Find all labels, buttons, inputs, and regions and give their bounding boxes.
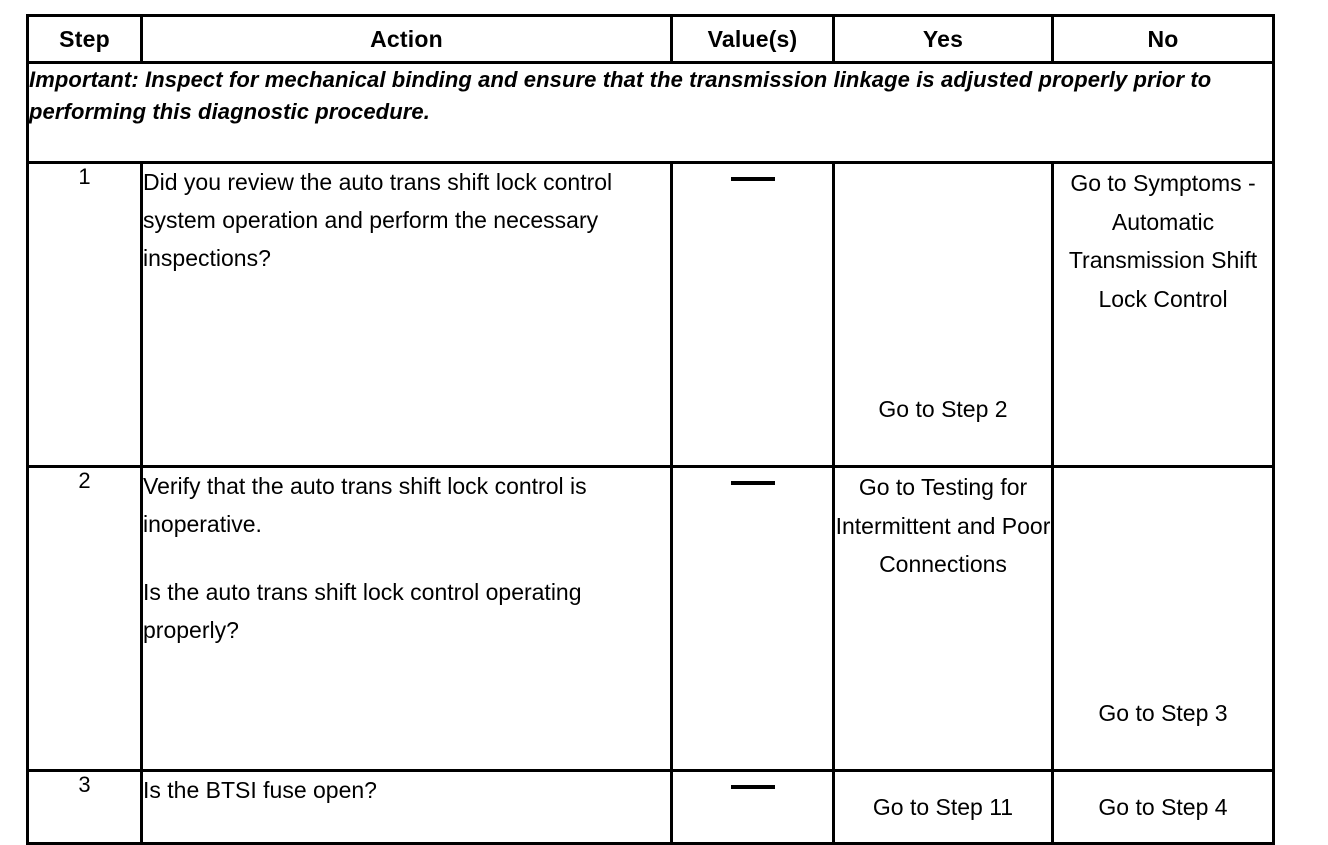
document-page: Step Action Value(s) Yes No Important: I… xyxy=(26,14,1275,845)
action-paragraph: Is the BTSI fuse open? xyxy=(143,777,377,803)
step-yes-branch: Go to Step 11 xyxy=(832,769,1054,845)
step-no-branch: Go to Symptoms - Automatic Transmission … xyxy=(1051,161,1275,468)
table-header-row: Step Action Value(s) Yes No xyxy=(26,14,1275,64)
em-dash-mark xyxy=(730,480,775,485)
table-row: 2 Verify that the auto trans shift lock … xyxy=(26,465,1275,772)
em-dash-mark xyxy=(730,784,775,789)
step-action: Verify that the auto trans shift lock co… xyxy=(140,465,673,772)
column-header-values: Value(s) xyxy=(670,14,835,64)
step-value xyxy=(670,465,835,772)
step-number: 3 xyxy=(26,769,143,845)
step-number: 2 xyxy=(26,465,143,772)
table-row: 1 Did you review the auto trans shift lo… xyxy=(26,161,1275,468)
action-paragraph: Did you review the auto trans shift lock… xyxy=(143,169,613,271)
column-header-yes: Yes xyxy=(832,14,1054,64)
step-no-branch: Go to Step 4 xyxy=(1051,769,1275,845)
step-number: 1 xyxy=(26,161,143,468)
step-no-branch: Go to Step 3 xyxy=(1051,465,1275,772)
step-yes-branch: Go to Testing for Intermittent and Poor … xyxy=(832,465,1054,772)
table-row: 3 Is the BTSI fuse open? Go to Step 11 G… xyxy=(26,769,1275,845)
diagnostic-procedure-table: Step Action Value(s) Yes No Important: I… xyxy=(26,14,1275,845)
em-dash-mark xyxy=(730,176,775,181)
action-paragraph: Is the auto trans shift lock control ope… xyxy=(143,578,582,643)
column-header-no: No xyxy=(1051,14,1275,64)
important-note-cell: Important: Inspect for mechanical bindin… xyxy=(26,61,1275,164)
step-value xyxy=(670,161,835,468)
important-note-text: Important: Inspect for mechanical bindin… xyxy=(29,67,1212,124)
column-header-step: Step xyxy=(26,14,143,64)
action-paragraph: Verify that the auto trans shift lock co… xyxy=(143,473,587,537)
step-action: Is the BTSI fuse open? xyxy=(140,769,673,845)
step-yes-branch: Go to Step 2 xyxy=(832,161,1054,468)
important-note-row: Important: Inspect for mechanical bindin… xyxy=(26,61,1275,164)
column-header-action: Action xyxy=(140,14,673,64)
step-value xyxy=(670,769,835,845)
step-action: Did you review the auto trans shift lock… xyxy=(140,161,673,468)
